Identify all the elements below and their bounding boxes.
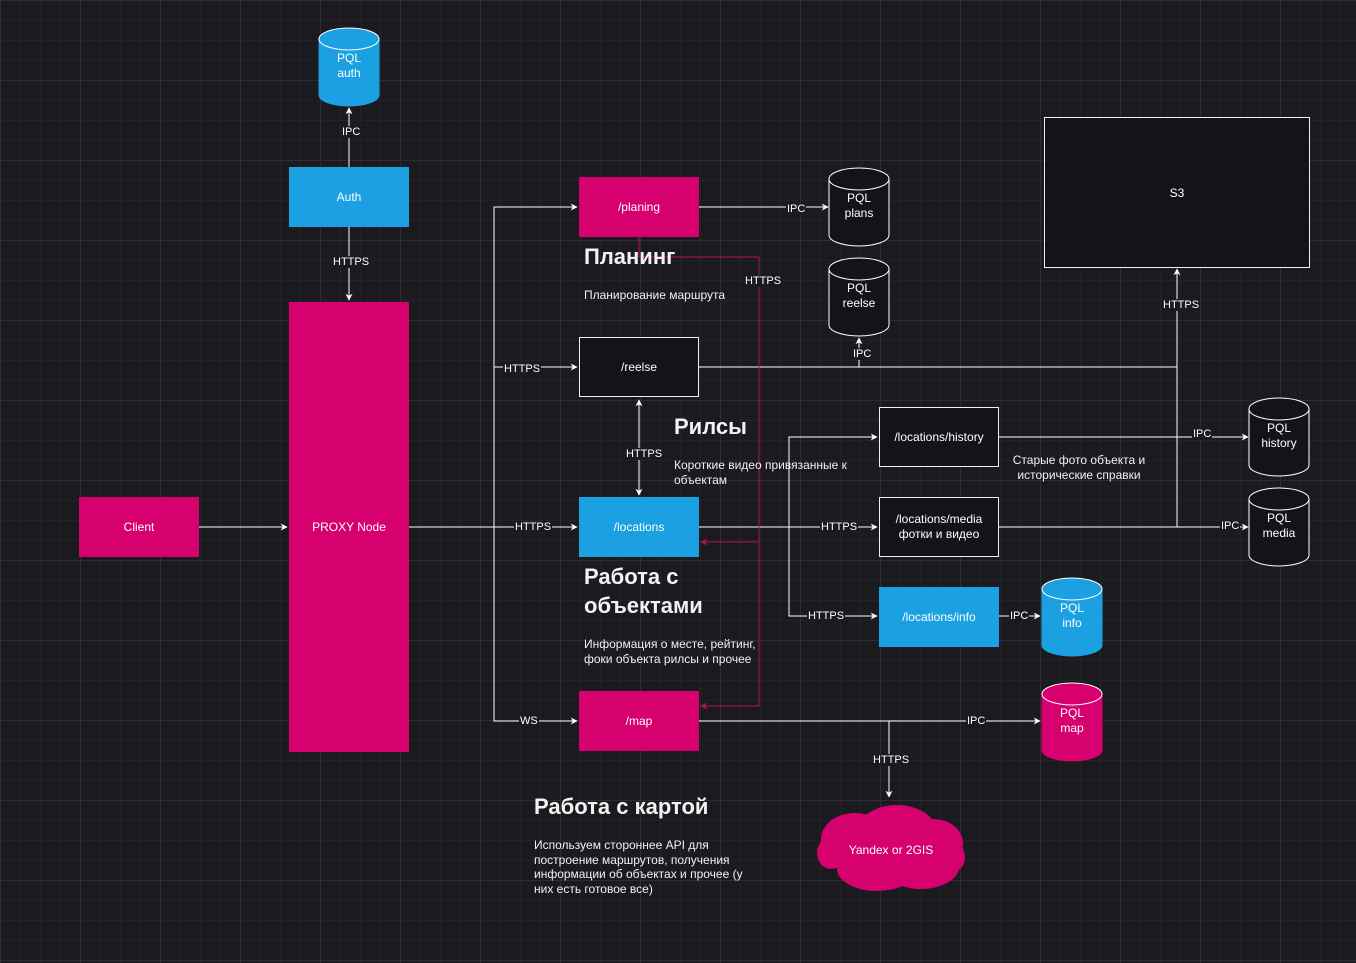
section-title-reels: Рилсы [674, 414, 747, 439]
planing-label: /planing [617, 200, 661, 214]
database-icon [1248, 487, 1310, 567]
locations-media-sublabel: фотки и видео [898, 527, 980, 541]
database-icon [1041, 682, 1103, 762]
locations-label: /locations [613, 520, 665, 534]
history-note: Старые фото объекта и исторические справ… [1012, 453, 1146, 482]
locations-info-label: /locations/info [902, 610, 976, 624]
section-title-objects: Работа с объектами [584, 564, 703, 618]
auth-label: Auth [336, 190, 362, 204]
section-desc-objects: Информация о месте, рейтинг, фоки объект… [584, 637, 756, 666]
locations-node[interactable]: /locations [579, 497, 699, 557]
edge-label-ipc-reelse: IPC [852, 348, 873, 360]
edge-label-https-auth: HTTPS [332, 256, 371, 268]
db-reelse-name: reelse [842, 296, 876, 310]
edge-planing-map-red [638, 237, 760, 710]
reelse-node[interactable]: /reelse [579, 337, 699, 397]
edge-locations-info [788, 527, 878, 620]
edge-label-ipc-info: IPC [1009, 610, 1030, 622]
db-media-type: PQL [1266, 511, 1291, 525]
proxy-label: PROXY Node [312, 520, 386, 534]
edge-proxy-map [493, 527, 578, 725]
db-info-name: info [1062, 616, 1082, 630]
edge-label-ipc-media: IPC [1220, 520, 1241, 532]
edge-proxy-planing [493, 203, 578, 527]
edge-label-https-reels-loc: HTTPS [625, 448, 664, 460]
db-map-type: PQL [1059, 706, 1084, 720]
planing-node[interactable]: /planing [579, 177, 699, 237]
s3-node[interactable]: S3 [1044, 117, 1310, 268]
db-map-name: map [1060, 721, 1084, 735]
edge-label-ipc-plans: IPC [786, 203, 807, 215]
locations-media-node[interactable]: /locations/media фотки и видео [879, 497, 999, 557]
auth-node[interactable]: Auth [289, 167, 409, 227]
section-desc-map: Используем стороннее API для построение … [534, 838, 743, 896]
edge-locations-history [788, 433, 878, 527]
database-icon [1248, 397, 1310, 477]
section-desc-reels: Короткие видео привязанные к объектам [674, 458, 847, 487]
edge-label-https-red: HTTPS [744, 275, 783, 287]
edge-label-https-info: HTTPS [807, 610, 846, 622]
locations-info-node[interactable]: /locations/info [879, 587, 999, 647]
db-info-type: PQL [1059, 601, 1084, 615]
locations-history-label: /locations/history [894, 430, 984, 444]
database-icon [828, 167, 890, 247]
edge-label-ipc-history: IPC [1192, 428, 1213, 440]
s3-label: S3 [1169, 185, 1185, 200]
edge-label-ws: WS [519, 715, 539, 727]
database-icon [1041, 577, 1103, 657]
db-reelse-type: PQL [846, 281, 871, 295]
edge-label-https-s3: HTTPS [1162, 299, 1201, 311]
section-title-map: Работа с картой [534, 794, 709, 819]
cloud-label: Yandex or 2GIS [848, 843, 934, 857]
edge-label-https-media: HTTPS [820, 521, 859, 533]
db-media-name: media [1262, 526, 1296, 540]
database-icon [318, 27, 380, 107]
map-node[interactable]: /map [579, 691, 699, 751]
db-history-name: history [1261, 436, 1297, 450]
locations-media-label: /locations/media [895, 512, 983, 526]
db-auth-name: auth [337, 66, 361, 80]
client-node[interactable]: Client [79, 497, 199, 557]
client-label: Client [123, 520, 155, 534]
section-title-planing: Планинг [584, 244, 676, 269]
proxy-node[interactable]: PROXY Node [289, 302, 409, 752]
cloud-icon [817, 805, 965, 891]
db-history-type: PQL [1266, 421, 1291, 435]
edge-label-ipc-auth: IPC [341, 126, 362, 138]
edge-label-ipc-map: IPC [966, 715, 987, 727]
edge-label-https-reelse: HTTPS [503, 363, 542, 375]
edge-label-https-cloud: HTTPS [872, 754, 911, 766]
db-auth-type: PQL [336, 51, 361, 65]
db-plans-type: PQL [846, 191, 871, 205]
reelse-label: /reelse [620, 360, 658, 374]
locations-history-node[interactable]: /locations/history [879, 407, 999, 467]
edge-label-https-locations: HTTPS [514, 521, 553, 533]
external-api-cloud[interactable]: Yandex or 2GIS [817, 801, 965, 895]
map-label: /map [625, 714, 653, 728]
database-icon [828, 257, 890, 337]
db-plans-name: plans [844, 206, 874, 220]
section-desc-planing: Планирование маршрута [584, 288, 726, 302]
